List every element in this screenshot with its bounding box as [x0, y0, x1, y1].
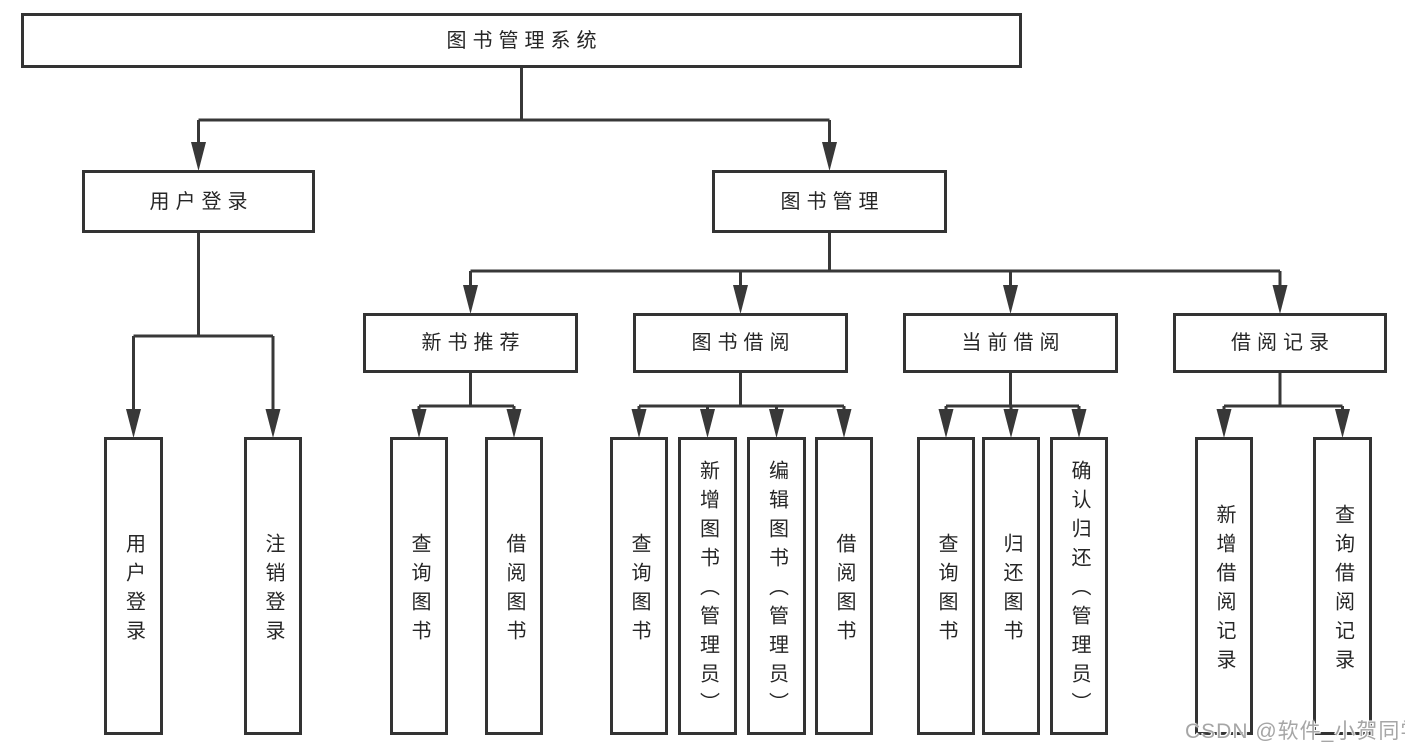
- arrowhead-icon: [700, 409, 715, 438]
- connector-root: [191, 68, 837, 171]
- leaf-user-login: 用户登录: [104, 437, 163, 735]
- node-new-book-recommend: 新书推荐: [363, 313, 578, 373]
- arrowhead-icon: [1071, 409, 1087, 438]
- connector-new-book-recommend: [411, 373, 522, 438]
- node-book-borrow: 图书借阅: [633, 313, 848, 373]
- arrowhead-icon: [1003, 409, 1019, 438]
- arrowhead-icon: [836, 409, 852, 438]
- node-book-management: 图书管理: [712, 170, 947, 233]
- arrowhead-icon: [1272, 285, 1288, 314]
- leaf-recommend-query-books: 查询图书: [390, 437, 448, 735]
- leaf-borrow-add-books-admin: 新增图书（管理员）: [678, 437, 737, 735]
- arrowhead-icon: [938, 409, 954, 438]
- leaf-logout: 注销登录: [244, 437, 302, 735]
- node-borrow-records: 借阅记录: [1173, 313, 1387, 373]
- arrowhead-icon: [769, 409, 784, 438]
- arrowhead-icon: [126, 409, 141, 438]
- watermark: CSDN @软件_小贺同学: [1185, 720, 1405, 743]
- arrowhead-icon: [822, 142, 837, 171]
- leaf-current-return-books: 归还图书: [982, 437, 1040, 735]
- connector-book-management: [463, 233, 1288, 314]
- leaf-current-confirm-return-admin: 确认归还（管理员）: [1050, 437, 1108, 735]
- leaf-records-add-record: 新增借阅记录: [1195, 437, 1253, 735]
- arrowhead-icon: [506, 409, 522, 438]
- arrowhead-icon: [191, 142, 206, 171]
- arrowhead-icon: [631, 409, 647, 438]
- arrowhead-icon: [411, 409, 427, 438]
- arrowhead-icon: [463, 285, 478, 314]
- connector-current-borrow: [938, 373, 1087, 438]
- arrowhead-icon: [1335, 409, 1350, 438]
- leaf-borrow-edit-books-admin: 编辑图书（管理员）: [747, 437, 806, 735]
- arrowhead-icon: [733, 285, 748, 314]
- connector-book-borrow: [631, 373, 852, 438]
- leaf-borrow-query-books: 查询图书: [610, 437, 668, 735]
- leaf-recommend-borrow-books: 借阅图书: [485, 437, 543, 735]
- connector-borrow-records: [1216, 373, 1350, 438]
- node-root: 图书管理系统: [21, 13, 1022, 68]
- connector-user-login: [126, 233, 281, 438]
- leaf-records-query-record: 查询借阅记录: [1313, 437, 1372, 735]
- node-user-login: 用户登录: [82, 170, 315, 233]
- leaf-borrow-borrow-books: 借阅图书: [815, 437, 873, 735]
- node-current-borrow: 当前借阅: [903, 313, 1118, 373]
- arrowhead-icon: [1216, 409, 1232, 438]
- arrowhead-icon: [265, 409, 281, 438]
- leaf-current-query-books: 查询图书: [917, 437, 975, 735]
- arrowhead-icon: [1003, 285, 1018, 314]
